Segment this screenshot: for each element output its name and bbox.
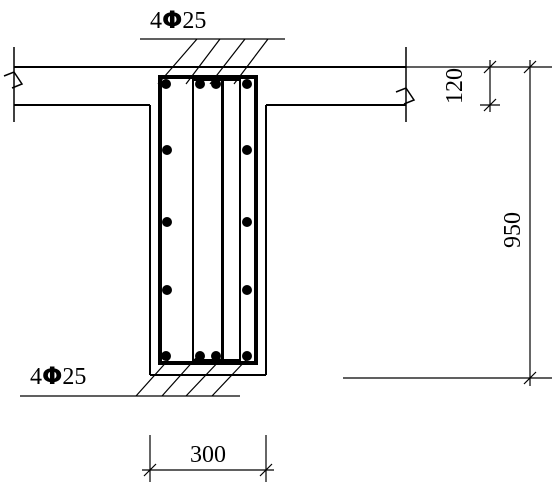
bottom-leader-tick-2 [161, 357, 197, 397]
side-rebar-right-3 [242, 285, 252, 295]
outer-stirrup [158, 75, 258, 365]
flange-thickness-value: 120 [442, 68, 468, 104]
bottom-rebar-leader [20, 357, 249, 397]
break-line-right-zigzag [395, 87, 416, 105]
height-dim-tick-bottom [523, 371, 537, 385]
bottom-rebar-label: 4Φ25 [30, 362, 86, 390]
concrete-outline [14, 66, 406, 376]
width-dim-tick-right [259, 463, 273, 477]
bottom-rebar-4 [242, 351, 252, 361]
flange-dim-tick-top [483, 60, 497, 74]
top-rebar-label: 4Φ25 [150, 6, 206, 34]
bottom-leader-tick-1 [135, 357, 171, 397]
dimension-total-height [343, 60, 552, 386]
top-leader-tick-4 [233, 38, 269, 85]
bottom-rebar-1 [161, 351, 171, 361]
break-line-left-zigzag [3, 71, 24, 89]
top-rebar-1 [161, 79, 171, 89]
bottom-leader-tick-4 [211, 357, 249, 397]
top-rebar-4 [242, 79, 252, 89]
bottom-leader-tick-3 [185, 357, 223, 397]
dimension-flange-thickness [406, 60, 500, 112]
inner-stirrup-right [221, 79, 241, 361]
bottom-rebar-3 [211, 351, 221, 361]
side-rebar-left-1 [162, 145, 172, 155]
inner-stirrup-left [192, 79, 224, 361]
flange-dim-tick-bottom [483, 98, 497, 112]
top-leader-tick-3 [209, 38, 246, 85]
rebar-dots [161, 79, 252, 361]
width-dim-tick-left [143, 463, 157, 477]
reinforcement-cage [158, 75, 258, 365]
top-rebar-2 [195, 79, 205, 89]
height-dim-tick-top [523, 60, 537, 74]
bottom-rebar-2 [195, 351, 205, 361]
web-width-value: 300 [190, 442, 226, 468]
side-rebar-left-3 [162, 285, 172, 295]
top-leader-tick-1 [157, 38, 198, 85]
total-height-value: 950 [500, 212, 526, 248]
top-leader-tick-2 [185, 38, 221, 85]
top-rebar-3 [211, 79, 221, 89]
side-rebar-right-1 [242, 145, 252, 155]
top-rebar-leader [140, 38, 285, 85]
side-rebar-left-2 [162, 217, 172, 227]
dimension-web-width [142, 435, 274, 482]
break-lines [3, 47, 416, 122]
side-rebar-right-2 [242, 217, 252, 227]
